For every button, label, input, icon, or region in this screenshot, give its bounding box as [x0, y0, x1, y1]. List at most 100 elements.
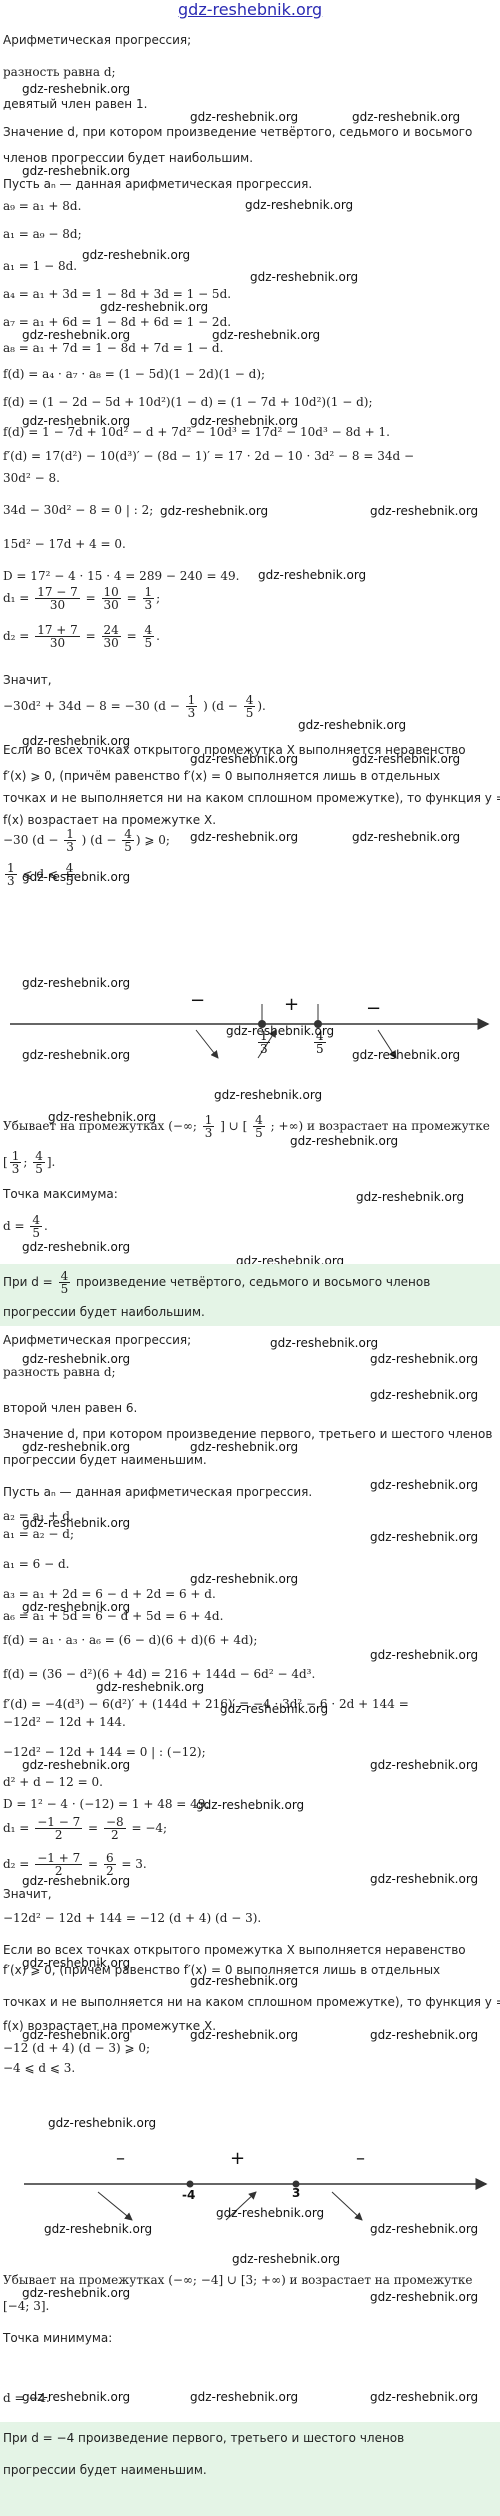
p2-eq-2: a₁ = a₂ − d;	[3, 1527, 75, 1541]
watermark: gdz-reshebnik.org	[100, 300, 209, 314]
p2-eq-7: f(d) = (36 − d²)(6 + 4d) = 216 + 144d − …	[3, 1667, 316, 1681]
p2-eq-9: −12d² − 12d + 144.	[3, 1715, 126, 1729]
increase-arrow	[257, 1029, 277, 1059]
watermark: gdz-reshebnik.org	[190, 1974, 299, 1988]
watermark: gdz-reshebnik.org	[190, 1440, 299, 1454]
watermark: gdz-reshebnik.org	[250, 270, 359, 284]
point-marker	[186, 2180, 194, 2188]
watermark: gdz-reshebnik.org	[226, 1024, 335, 1038]
p2-eq-6: f(d) = a₁ · a₃ · a₆ = (6 − d)(6 + d)(6 +…	[3, 1633, 258, 1647]
p2-min-point: Точка минимума:	[3, 2331, 113, 2345]
p2-range: −4 ⩽ d ⩽ 3.	[3, 2061, 76, 2075]
p1-eq-6: a₈ = a₁ + 7d = 1 − 8d + 7d = 1 − d.	[3, 341, 224, 355]
p1-eq-12: 34d − 30d² − 8 = 0 | : 2;	[3, 503, 154, 517]
watermark: gdz-reshebnik.org	[370, 1872, 479, 1886]
watermark: gdz-reshebnik.org	[48, 2116, 157, 2130]
p1-znachit: Значит,	[3, 673, 52, 687]
watermark: gdz-reshebnik.org	[370, 1648, 479, 1662]
p1-max-point: Точка максимума:	[3, 1187, 118, 1201]
p1-eq-7: f(d) = a₄ · a₇ · a₈ = (1 − 5d)(1 − 2d)(1…	[3, 367, 266, 381]
p2-factor: −12d² − 12d + 144 = −12 (d + 4) (d − 3).	[3, 1911, 262, 1925]
p1-eq-10: f′(d) = 17(d²) − 10(d³)′ − (8d − 1)′ = 1…	[3, 449, 415, 463]
increase-arrow	[225, 2191, 257, 2221]
p2-rule-1: Если во всех точках открытого промежутка…	[3, 1943, 466, 1957]
watermark: gdz-reshebnik.org	[190, 752, 299, 766]
watermark: gdz-reshebnik.org	[44, 2222, 153, 2236]
p1-eq-2: a₁ = a₉ − 8d;	[3, 227, 82, 241]
p2-number-line: – + – -4 3 gdz-reshebnik.org gdz-reshebn…	[0, 2140, 500, 2250]
watermark: gdz-reshebnik.org	[370, 2028, 479, 2042]
site-title-link[interactable]: gdz-reshebnik.org	[178, 0, 323, 19]
watermark: gdz-reshebnik.org	[270, 1336, 379, 1350]
p2-line-5: прогрессии будет наименьшим.	[3, 1453, 207, 1467]
p2-eq-4: a₃ = a₁ + 2d = 6 − d + 2d = 6 + d.	[3, 1587, 216, 1601]
watermark: gdz-reshebnik.org	[22, 1758, 131, 1772]
p2-rule-3: точках и не выполняется ни на каком спло…	[3, 1995, 500, 2009]
watermark: gdz-reshebnik.org	[160, 504, 269, 518]
watermark: gdz-reshebnik.org	[22, 2286, 131, 2300]
watermark: gdz-reshebnik.org	[22, 734, 131, 748]
watermark: gdz-reshebnik.org	[22, 976, 131, 990]
watermark: gdz-reshebnik.org	[190, 2028, 299, 2042]
watermark: gdz-reshebnik.org	[370, 1478, 479, 1492]
watermark: gdz-reshebnik.org	[220, 1702, 329, 1716]
p2-eq-3: a₁ = 6 − d.	[3, 1557, 70, 1571]
p2-eq-11: d² + d − 12 = 0.	[3, 1775, 103, 1789]
watermark: gdz-reshebnik.org	[22, 1048, 131, 1062]
sign-plus: +	[284, 994, 300, 1015]
watermark: gdz-reshebnik.org	[190, 830, 299, 844]
p2-decreasing: Убывает на промежутках (−∞; −4] ∪ [3; +∞…	[3, 2273, 473, 2287]
number-line-svg	[24, 2178, 488, 2221]
decrease-arrow	[97, 2191, 133, 2221]
p1-rule-4: f(x) возрастает на промежутке X.	[3, 813, 217, 827]
p2-eq-5: a₆ = a₁ + 5d = 6 − d + 5d = 6 + 4d.	[3, 1609, 224, 1623]
p2-answer-line-2: прогрессии будет наименьшим.	[3, 2463, 207, 2477]
watermark: gdz-reshebnik.org	[370, 1352, 479, 1366]
sign-minus: −	[366, 998, 382, 1019]
p2-line-4: Значение d, при котором произведение пер…	[3, 1427, 493, 1441]
tick-label: 3	[292, 2186, 301, 2200]
p2-increasing: [−4; 3].	[3, 2299, 50, 2313]
watermark: gdz-reshebnik.org	[352, 1048, 461, 1062]
watermark: gdz-reshebnik.org	[245, 198, 354, 212]
watermark: gdz-reshebnik.org	[370, 2222, 479, 2236]
tick-label: -4	[182, 2188, 196, 2202]
p2-eq-8: f′(d) = −4(d³) − 6(d²)′ + (144d + 216)′ …	[3, 1697, 409, 1711]
sign-minus: –	[356, 2148, 365, 2169]
p2-inequality: −12 (d + 4) (d − 3) ⩾ 0;	[3, 2041, 151, 2055]
watermark: gdz-reshebnik.org	[48, 1110, 157, 1124]
p2-line-2: разность равна d;	[3, 1365, 116, 1379]
sign-plus: +	[230, 2148, 246, 2169]
watermark: gdz-reshebnik.org	[22, 414, 131, 428]
watermark: gdz-reshebnik.org	[356, 1190, 465, 1204]
p1-line-3: девятый член равен 1.	[3, 97, 148, 111]
p2-rule-4: f(x) возрастает на промежутке X.	[3, 2019, 217, 2033]
decrease-arrow	[377, 1029, 397, 1059]
p2-line-6: Пусть aₙ — данная арифметическая прогрес…	[3, 1485, 313, 1499]
watermark: gdz-reshebnik.org	[214, 1088, 323, 1102]
watermark: gdz-reshebnik.org	[96, 1680, 205, 1694]
p1-rule-3: точках и не выполняется ни на каком спло…	[3, 791, 500, 805]
p1-answer-line-2: прогрессии будет наибольшим.	[3, 1305, 205, 1319]
watermark: gdz-reshebnik.org	[298, 718, 407, 732]
p1-eq-8: f(d) = (1 − 2d − 5d + 10d²)(1 − d) = (1 …	[3, 395, 373, 409]
p1-line-4: Значение d, при котором произведение чет…	[3, 125, 473, 139]
